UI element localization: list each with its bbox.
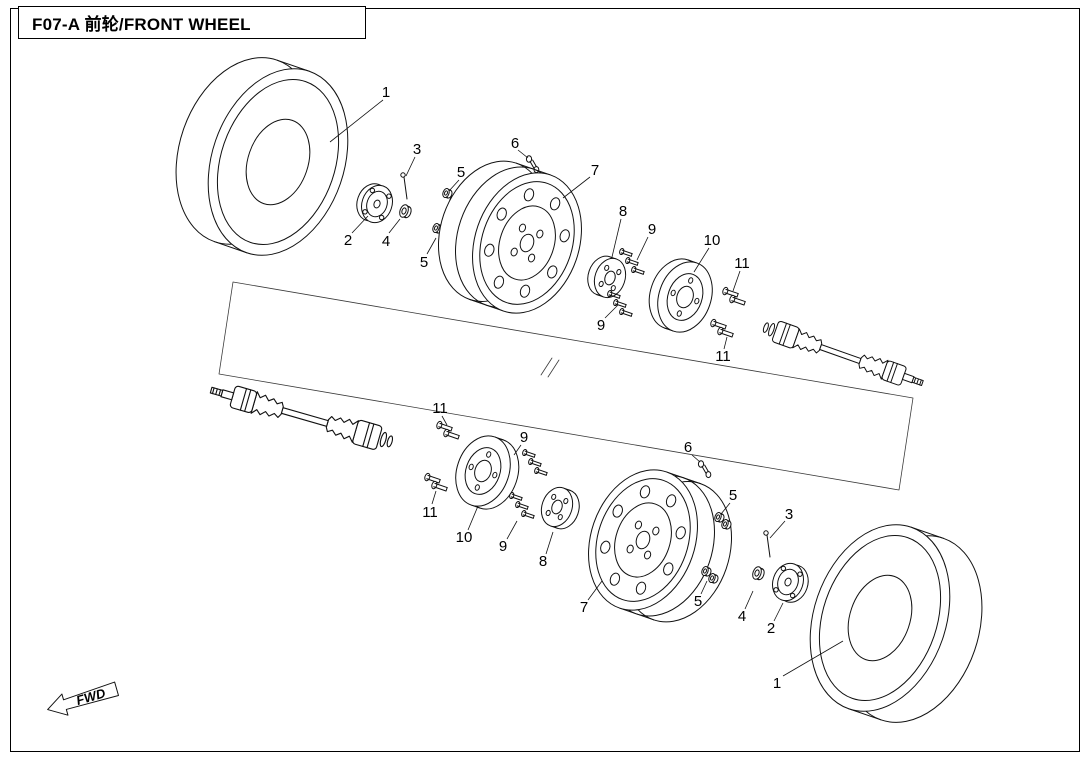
wheel-rim-upper xyxy=(437,160,582,314)
brake-disc-upper xyxy=(648,258,713,333)
drive-shaft-lower xyxy=(207,377,396,455)
callout-2: 2 xyxy=(344,232,352,249)
callout-5: 5 xyxy=(420,254,428,271)
callout-5: 5 xyxy=(694,593,702,610)
cotter-pin-lower xyxy=(763,530,771,558)
callout-8: 8 xyxy=(619,203,627,220)
valve-lower xyxy=(697,460,712,479)
callout-8: 8 xyxy=(539,553,547,570)
castle-nut-lower xyxy=(752,566,765,581)
wheel-rim-lower xyxy=(588,469,733,623)
drive-shaft-upper xyxy=(759,316,927,394)
brake-disc-lower xyxy=(455,435,520,510)
callout-1: 1 xyxy=(773,675,781,692)
callout-4: 4 xyxy=(738,608,746,625)
hub-cap-lower xyxy=(772,562,809,603)
callout-6: 6 xyxy=(684,439,692,456)
callout-10: 10 xyxy=(704,232,721,249)
callout-9: 9 xyxy=(520,429,528,446)
fwd-label: FWD xyxy=(74,685,107,708)
page-title: F07-A 前轮/FRONT WHEEL xyxy=(32,15,251,34)
callout-4: 4 xyxy=(382,233,390,250)
hub-lower xyxy=(540,486,580,530)
cotter-pin-upper xyxy=(400,172,408,200)
callout-7: 7 xyxy=(591,162,599,179)
callout-3: 3 xyxy=(413,141,421,158)
tire-upper xyxy=(175,57,349,256)
leader-lines xyxy=(329,99,844,677)
callout-5: 5 xyxy=(457,164,465,181)
reference-outline xyxy=(218,281,914,491)
callout-labels: 1 3 6 5 2 4 5 7 8 9 10 11 9 11 11 9 6 11… xyxy=(344,84,793,692)
title-box: F07-A 前轮/FRONT WHEEL xyxy=(18,6,366,39)
callout-9: 9 xyxy=(648,221,656,238)
callout-11: 11 xyxy=(432,400,448,417)
callout-2: 2 xyxy=(767,620,775,637)
callout-5: 5 xyxy=(729,487,737,504)
callout-11: 11 xyxy=(715,348,731,365)
disc-bolts-lower xyxy=(423,420,461,494)
callout-9: 9 xyxy=(499,538,507,555)
hub-upper xyxy=(587,255,627,299)
callout-11: 11 xyxy=(422,504,438,521)
callout-6: 6 xyxy=(511,135,519,152)
disc-bolts-upper xyxy=(709,286,747,340)
tire-lower xyxy=(809,524,983,723)
callout-9: 9 xyxy=(597,317,605,334)
fwd-arrow xyxy=(47,681,119,716)
callout-3: 3 xyxy=(785,506,793,523)
callout-7: 7 xyxy=(580,599,588,616)
callout-10: 10 xyxy=(456,529,473,546)
page-border xyxy=(10,8,1080,752)
castle-nut-upper xyxy=(399,204,412,219)
callout-11: 11 xyxy=(734,255,750,272)
callout-1: 1 xyxy=(382,84,390,101)
hub-cap-upper xyxy=(356,183,393,224)
